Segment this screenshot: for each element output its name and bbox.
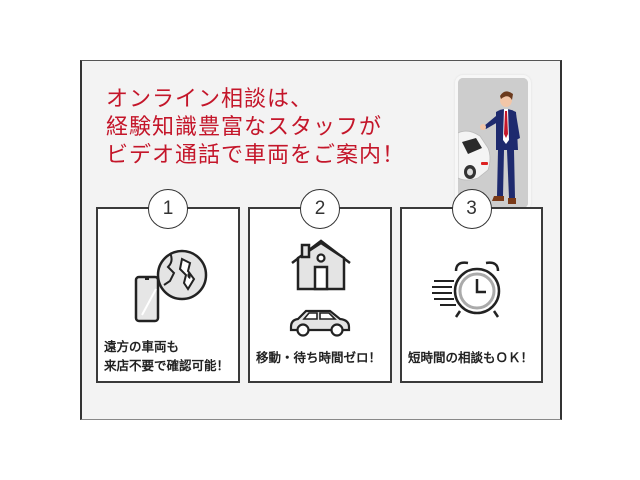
feature-card-2: 2 移動・待ち時間ゼロ！ <box>248 189 392 383</box>
feature-card-1: 1 遠方の車両も 来店不要で確認可能！ <box>96 189 240 383</box>
feature-caption: 移動・待ち時間ゼロ！ <box>256 350 382 365</box>
salesman-car-icon <box>458 78 528 208</box>
step-number-badge: 1 <box>148 189 188 229</box>
house-icon <box>291 239 351 291</box>
phone-salesman-illustration <box>455 75 531 211</box>
step-number-badge: 3 <box>451 189 492 229</box>
feature-caption: 遠方の車両も 来店不要で確認可能！ <box>104 339 230 373</box>
step-number-badge: 2 <box>300 189 340 229</box>
fast-alarm-clock-icon <box>432 261 501 318</box>
feature-card-3: 3 短時間の相談もＯＫ！ <box>400 189 543 383</box>
car-icon <box>289 309 351 337</box>
headline-line-1: オンライン相談は、 <box>106 87 314 112</box>
headline-line-3: ビデオ通話で車両をご案内！ <box>106 143 406 168</box>
headline: オンライン相談は、 経験知識豊富なスタッフが ビデオ通話で車両をご案内！ <box>106 86 405 170</box>
feature-caption: 短時間の相談もＯＫ！ <box>408 350 534 365</box>
smartphone-globe-icon <box>134 249 208 323</box>
headline-line-2: 経験知識豊富なスタッフが <box>106 115 383 140</box>
